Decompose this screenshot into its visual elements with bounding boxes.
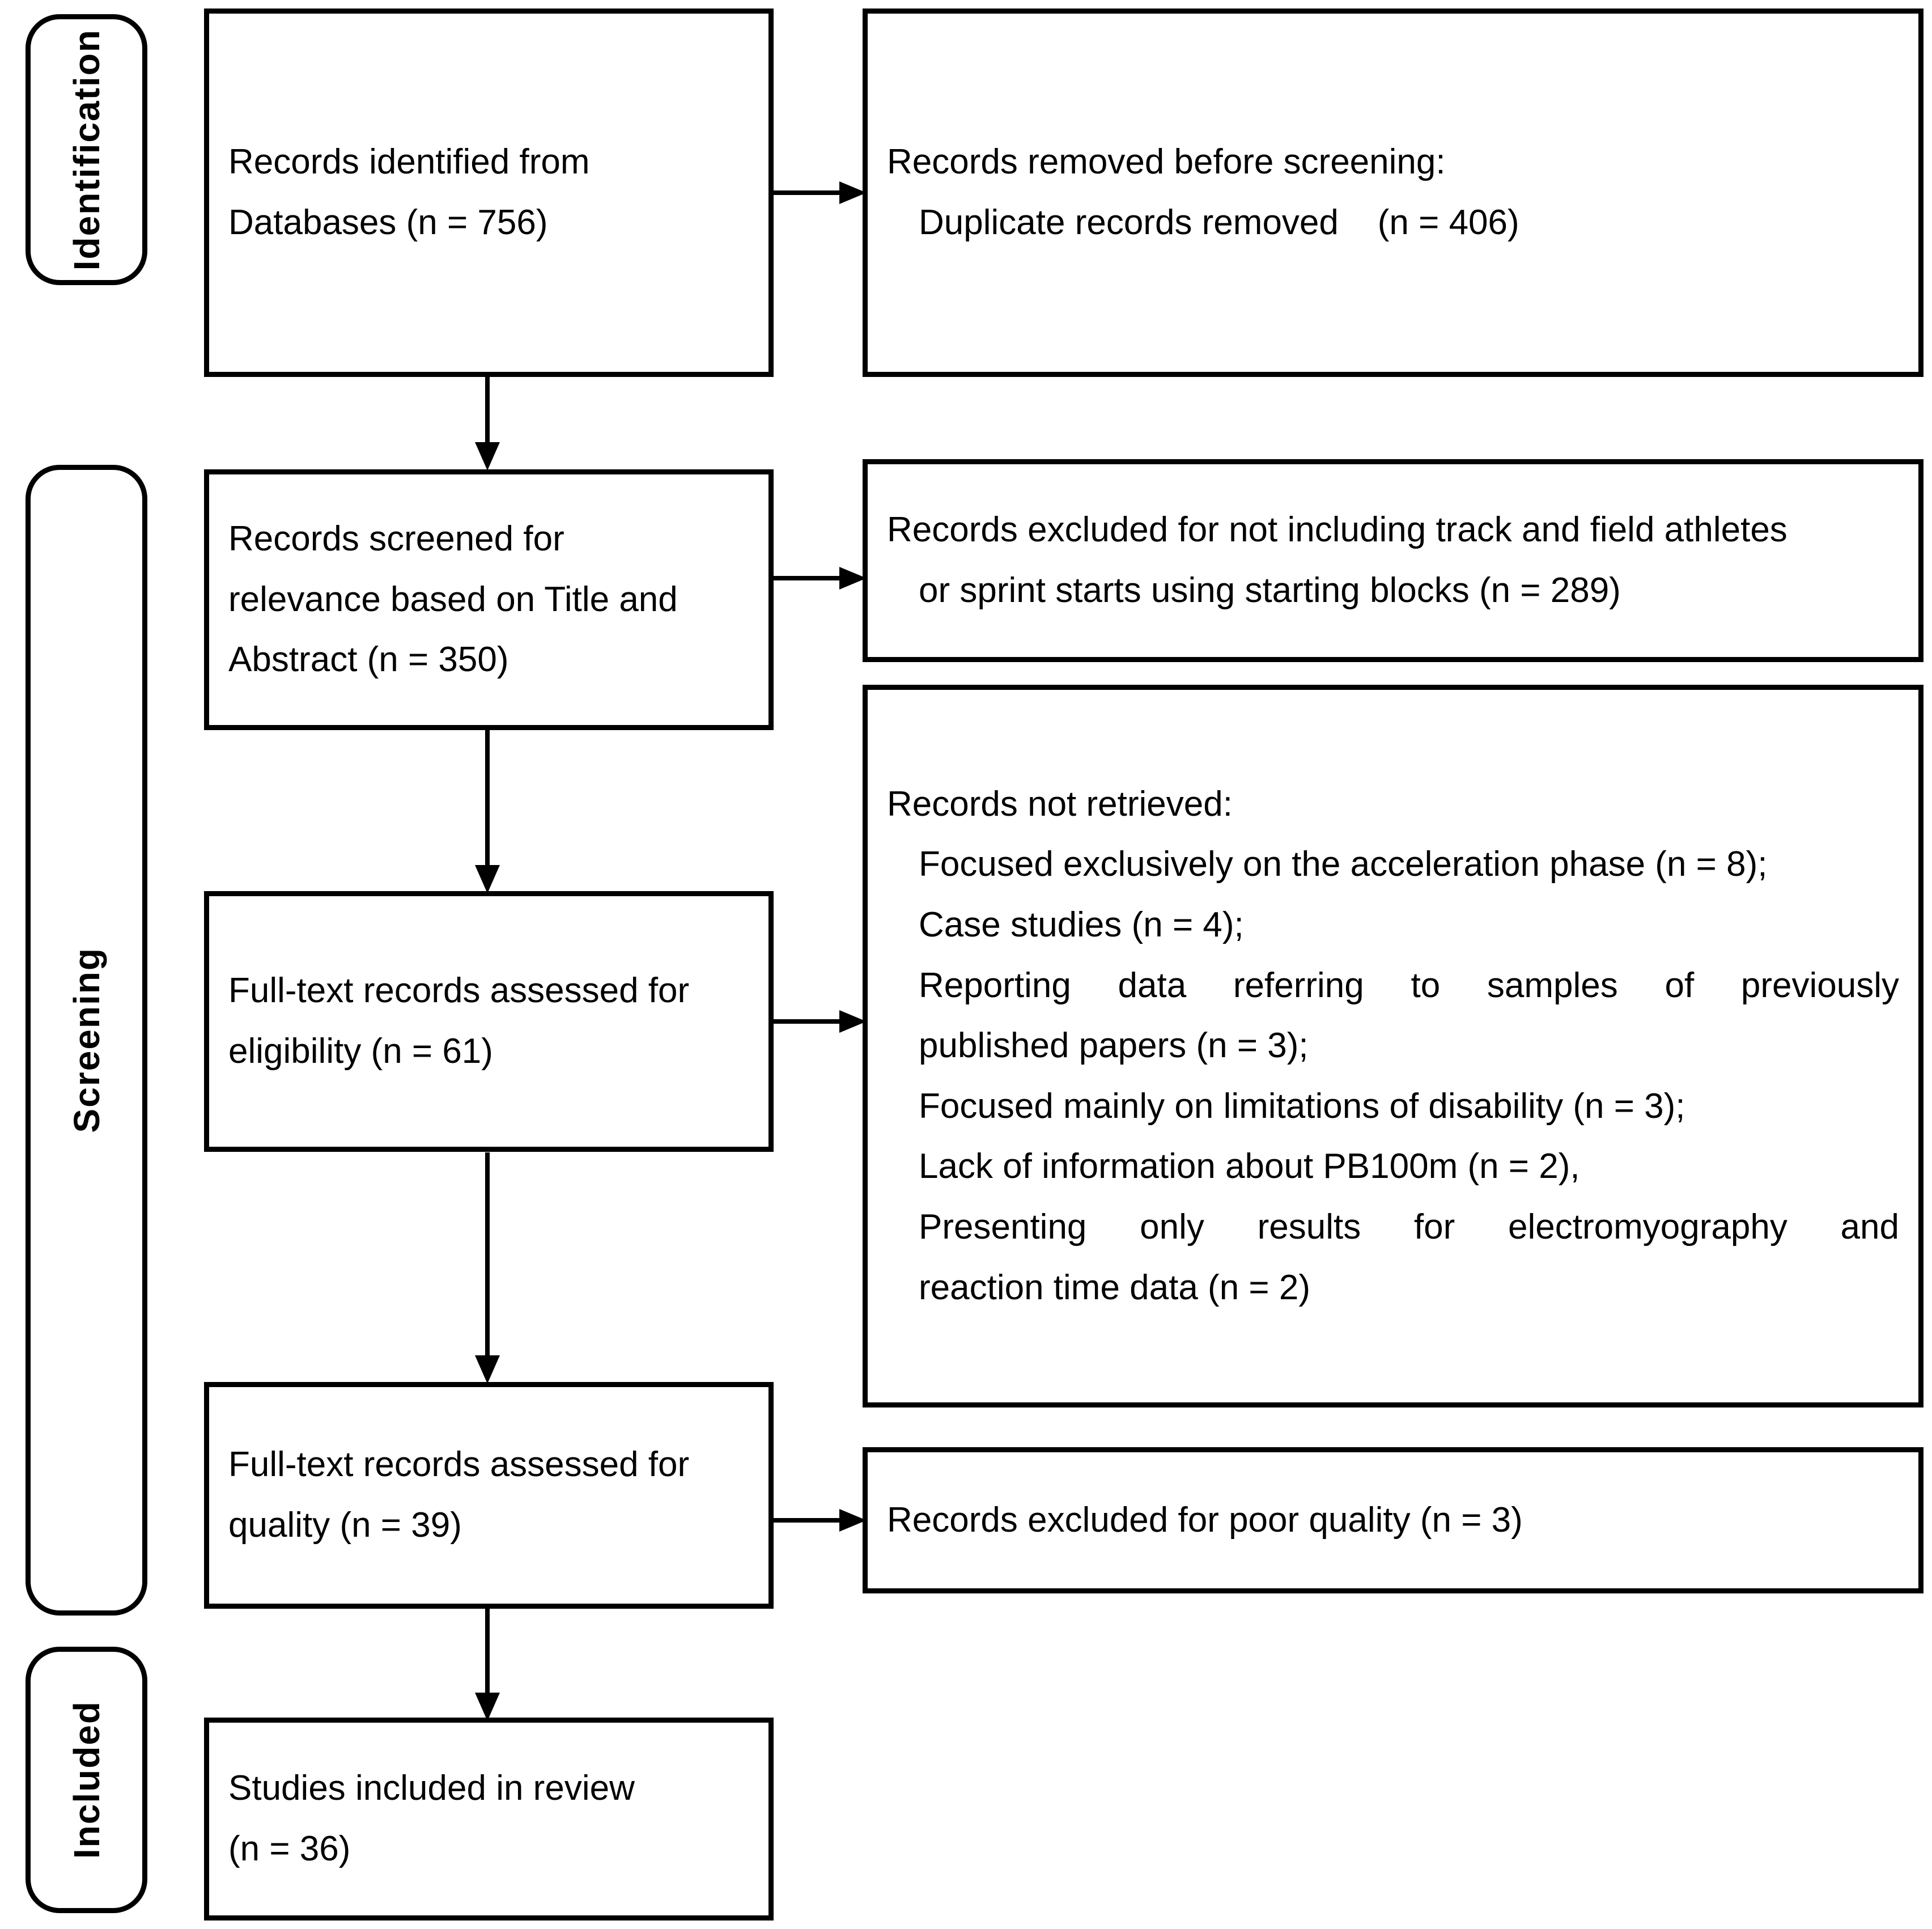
records-screened-line-2: relevance based on Title and: [228, 579, 678, 619]
records-excluded-relevance-line-2: or sprint starts using starting blocks (…: [919, 571, 1621, 610]
records-identified-line-2: Databases (n = 756): [228, 203, 548, 242]
not-retrieved-reason-8: reaction time data (n = 2): [919, 1267, 1310, 1307]
not-retrieved-reason-5: Focused mainly on limitations of disabil…: [919, 1086, 1685, 1126]
records-removed-heading: Records removed before screening:: [887, 142, 1446, 182]
not-retrieved-reason-3: Reporting data referring to samples of p…: [919, 965, 1899, 1005]
fulltext-eligibility-line-1: Full-text records assessed for: [228, 971, 690, 1011]
records-excluded-quality-line-1: Records excluded for poor quality (n = 3…: [887, 1500, 1523, 1540]
fulltext-eligibility-line-2: eligibility (n = 61): [228, 1032, 493, 1071]
connector-identified-to-removed: [772, 181, 869, 204]
box-records-identified: Records identified from Databases (n = 7…: [204, 9, 774, 377]
records-screened-line-1: Records screened for: [228, 519, 564, 559]
stage-pill-screening: Screening: [26, 465, 147, 1616]
studies-included-line-2: (n = 36): [228, 1829, 351, 1868]
box-studies-included: Studies included in review (n = 36): [204, 1718, 774, 1920]
box-records-screened: Records screened for relevance based on …: [204, 469, 774, 730]
stage-label-screening: Screening: [66, 947, 107, 1133]
not-retrieved-reason-6: Lack of information about PB100m (n = 2)…: [919, 1147, 1580, 1186]
box-records-not-retrieved: Records not retrieved: Focused exclusive…: [863, 685, 1923, 1407]
connector-screened-to-eligibility: [470, 730, 504, 894]
not-retrieved-reason-7: Presenting only results for electromyogr…: [919, 1207, 1899, 1247]
records-excluded-relevance-line-1: Records excluded for not including track…: [887, 510, 1787, 550]
connector-screened-to-excluded-relevance: [772, 567, 869, 590]
studies-included-line-1: Studies included in review: [228, 1769, 635, 1808]
stage-pill-identification: Identification: [26, 14, 147, 285]
box-records-excluded-relevance: Records excluded for not including track…: [863, 459, 1923, 662]
stage-pill-included: Included: [26, 1647, 147, 1913]
not-retrieved-reason-2: Case studies (n = 4);: [919, 905, 1244, 944]
connector-quality-to-included: [470, 1609, 504, 1722]
connector-quality-to-excluded-quality: [772, 1509, 869, 1532]
box-records-removed: Records removed before screening: Duplic…: [863, 9, 1923, 377]
connector-identified-to-screened: [470, 375, 504, 472]
stage-label-included: Included: [66, 1701, 107, 1859]
fulltext-quality-line-2: quality (n = 39): [228, 1506, 462, 1545]
box-fulltext-quality: Full-text records assessed for quality (…: [204, 1382, 774, 1609]
box-records-excluded-quality: Records excluded for poor quality (n = 3…: [863, 1447, 1923, 1593]
records-identified-line-1: Records identified from: [228, 142, 590, 182]
connector-eligibility-to-not-retrieved: [772, 1010, 869, 1033]
connector-eligibility-to-quality: [470, 1152, 504, 1385]
fulltext-quality-line-1: Full-text records assessed for: [228, 1445, 690, 1485]
box-fulltext-eligibility: Full-text records assessed for eligibili…: [204, 891, 774, 1152]
records-removed-duplicates: Duplicate records removed (n = 406): [919, 203, 1519, 242]
not-retrieved-reason-4: published papers (n = 3);: [919, 1026, 1309, 1066]
stage-label-identification: Identification: [66, 28, 107, 271]
records-screened-line-3: Abstract (n = 350): [228, 640, 509, 680]
records-not-retrieved-heading: Records not retrieved:: [887, 784, 1233, 824]
not-retrieved-reason-1: Focused exclusively on the acceleration …: [919, 845, 1768, 884]
